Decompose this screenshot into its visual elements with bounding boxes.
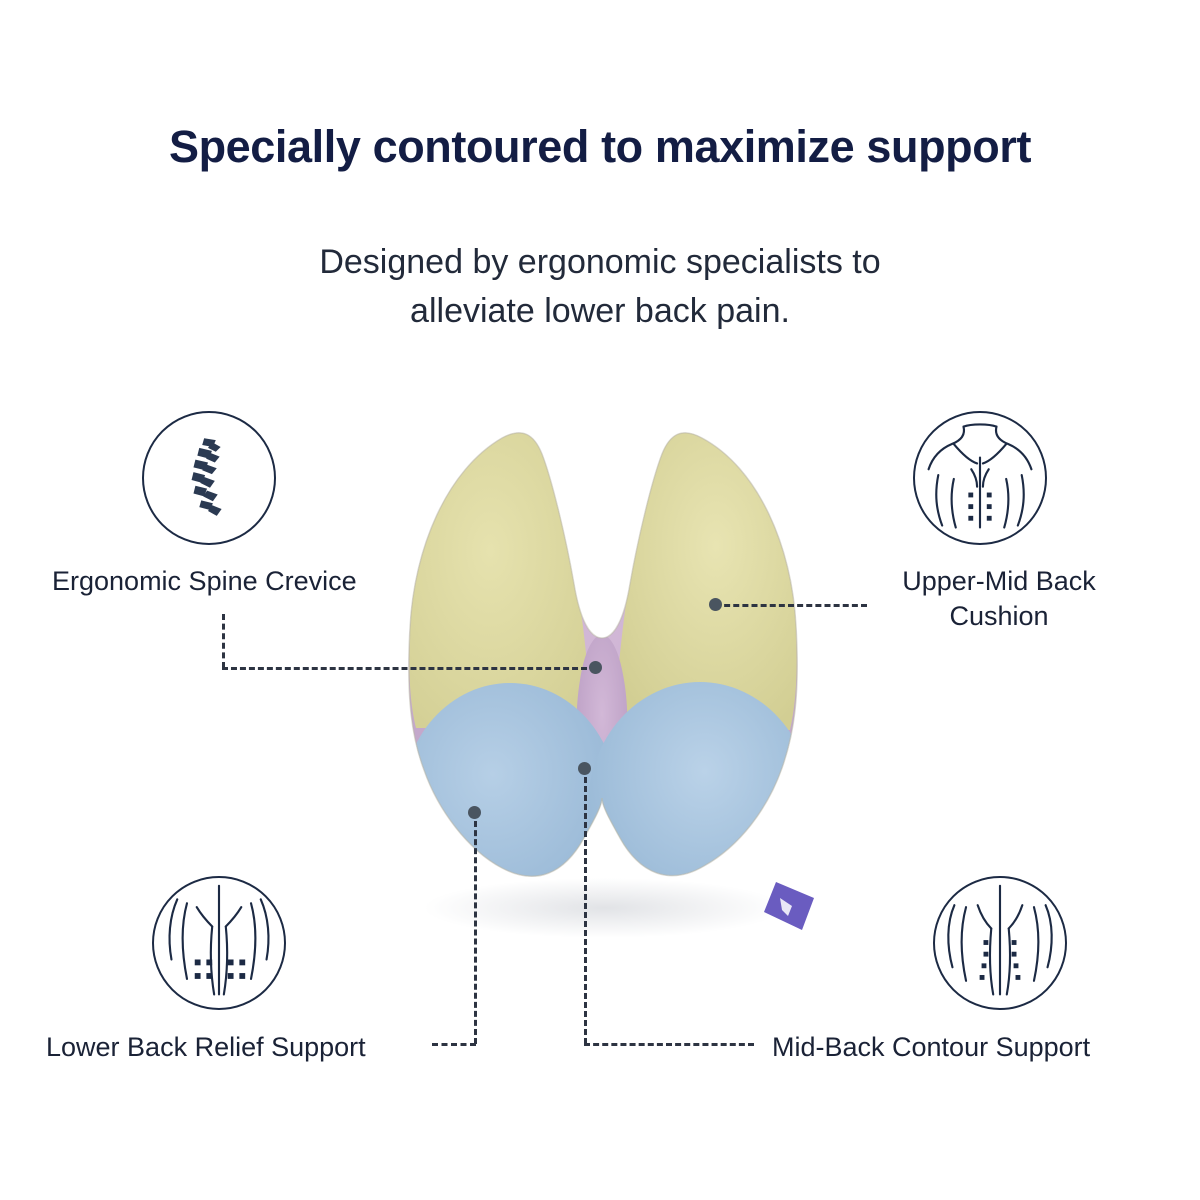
callout-label-lower-back-relief-support: Lower Back Relief Support: [46, 1032, 366, 1062]
connector-lower-back-vertical: [474, 812, 477, 1044]
connector-mid-back-horizontal: [584, 1043, 754, 1046]
connector-mid-back-vertical: [584, 768, 587, 1044]
upper-label-line-1: Upper-Mid Back: [902, 566, 1096, 596]
mid-back-icon: [933, 876, 1067, 1010]
page-subtitle: Designed by ergonomic specialists to all…: [0, 238, 1200, 337]
anchor-dot-upper-mid-back: [709, 598, 722, 611]
upper-back-icon: [913, 411, 1047, 545]
subtitle-line-2: alleviate lower back pain.: [410, 292, 790, 331]
connector-spine-vertical: [222, 614, 225, 668]
callout-label-upper-mid-back-cushion: Upper-Mid Back Cushion: [884, 564, 1114, 633]
product-cushion-image: [352, 398, 852, 988]
upper-left-cushion-zone: [409, 432, 590, 728]
subtitle-line-1: Designed by ergonomic specialists to: [319, 243, 881, 281]
callout-label-mid-back-contour-support: Mid-Back Contour Support: [772, 1032, 1091, 1062]
product-outline: [408, 432, 798, 877]
anchor-dot-spine-crevice: [589, 661, 602, 674]
spine-icon: [142, 411, 276, 545]
anchor-dot-lower-back: [468, 806, 481, 819]
upper-right-cushion-zone: [616, 432, 797, 730]
product-shadow: [424, 878, 784, 938]
connector-lower-back-horizontal: [432, 1043, 476, 1046]
lower-back-icon: [152, 876, 286, 1010]
brand-tag: [764, 882, 814, 930]
page-title: Specially contoured to maximize support: [168, 121, 1032, 172]
connector-upper-back-horizontal: [715, 604, 867, 607]
upper-label-line-2: Cushion: [949, 600, 1049, 631]
anchor-dot-mid-back: [578, 762, 591, 775]
callout-label-ergonomic-spine-crevice: Ergonomic Spine Crevice: [52, 566, 357, 596]
connector-spine-horizontal: [222, 667, 596, 670]
